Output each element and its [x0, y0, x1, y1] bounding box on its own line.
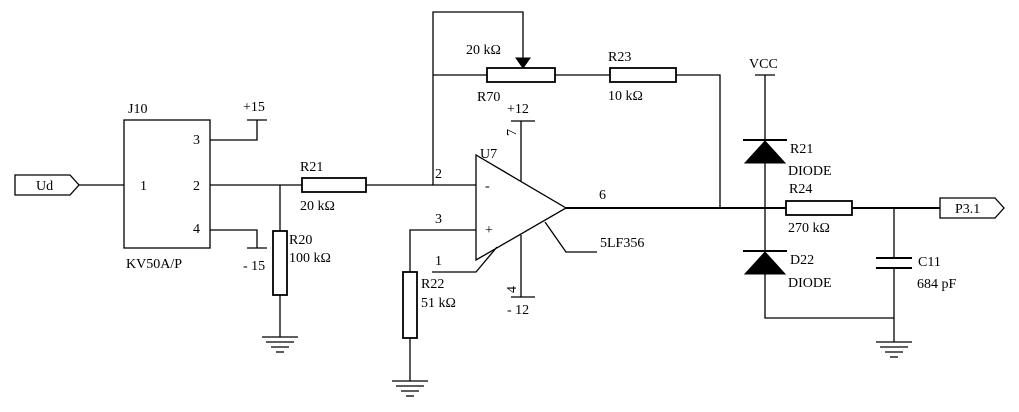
r22-ref: R22 — [421, 277, 444, 292]
vcc-label: VCC — [749, 57, 778, 72]
j10-pin1-label: 1 — [140, 179, 147, 194]
resistor-r20: R20 100 kΩ — [272, 185, 331, 337]
j10-module: J10 KV50A/P 1 3 2 4 +15 - 15 — [123, 100, 267, 274]
diode-lower-type: DIODE — [788, 276, 832, 291]
r21-input-ref: R21 — [300, 160, 323, 175]
u7-pin4-label: 4 — [505, 286, 520, 293]
r24-value: 270 kΩ — [788, 221, 830, 236]
j10-pin2-label: 2 — [193, 179, 200, 194]
u7-vpos-label: +12 — [507, 102, 529, 117]
r70-ref: R70 — [477, 90, 500, 105]
r24-ref: R24 — [789, 182, 812, 197]
resistor-r23: R23 10 kΩ — [608, 50, 677, 104]
resistor-r24: R24 270 kΩ — [785, 182, 853, 236]
j10-pin3-label: 3 — [193, 133, 200, 148]
input-port-ud: Ud — [14, 174, 124, 196]
vcc-rail: VCC — [749, 57, 778, 140]
r23-value: 10 kΩ — [608, 89, 643, 104]
j10-model-label: KV50A/P — [126, 257, 182, 272]
supply-minus15-label: - 15 — [243, 259, 265, 274]
u7-pin1-label: 1 — [435, 254, 442, 269]
resistor-r22: R22 51 kΩ — [402, 271, 456, 381]
u7-plus-sign: + — [485, 223, 493, 238]
u7-part-label: 5LF356 — [600, 236, 644, 251]
output-port-label: P3.1 — [955, 202, 980, 217]
potentiometer-r70: 20 kΩ R70 — [466, 43, 556, 105]
r20-value: 100 kΩ — [289, 251, 331, 266]
r21-input-value: 20 kΩ — [300, 199, 335, 214]
input-port-label: Ud — [36, 179, 53, 194]
r22-value: 51 kΩ — [421, 296, 456, 311]
ground-symbol-output — [876, 341, 912, 358]
j10-ref-label: J10 — [128, 102, 147, 117]
c11-ref: C11 — [918, 255, 941, 270]
diode-upper-ref: R21 — [790, 142, 813, 157]
diode-upper: R21 DIODE — [743, 139, 832, 208]
output-port-p31: P3.1 — [939, 197, 1005, 219]
u7-ref: U7 — [480, 147, 497, 162]
r20-ref: R20 — [289, 233, 312, 248]
c11-value: 684 pF — [917, 277, 957, 292]
ground-symbol-r22 — [392, 380, 428, 397]
supply-plus15-label: +15 — [243, 100, 265, 115]
u7-vneg-label: - 12 — [507, 303, 529, 318]
u7-pin7-label: 7 — [505, 129, 520, 136]
r70-value: 20 kΩ — [466, 43, 501, 58]
opamp-u7: U7 - + 2 3 1 6 5LF356 +12 7 - 12 4 — [432, 102, 644, 318]
resistor-r21-input: R21 20 kΩ — [300, 160, 367, 214]
diode-lower: D22 DIODE — [743, 208, 894, 319]
u7-pin3-label: 3 — [435, 212, 442, 227]
diode-lower-ref: D22 — [790, 253, 814, 268]
j10-pin4-label: 4 — [193, 222, 200, 237]
u7-pin2-label: 2 — [435, 167, 442, 182]
u7-minus-sign: - — [485, 179, 490, 194]
r23-ref: R23 — [608, 50, 631, 65]
capacitor-c11: C11 684 pF — [876, 208, 957, 342]
diode-upper-type: DIODE — [788, 164, 832, 179]
u7-pin6-label: 6 — [599, 188, 606, 203]
ground-symbol-r20 — [262, 336, 298, 353]
